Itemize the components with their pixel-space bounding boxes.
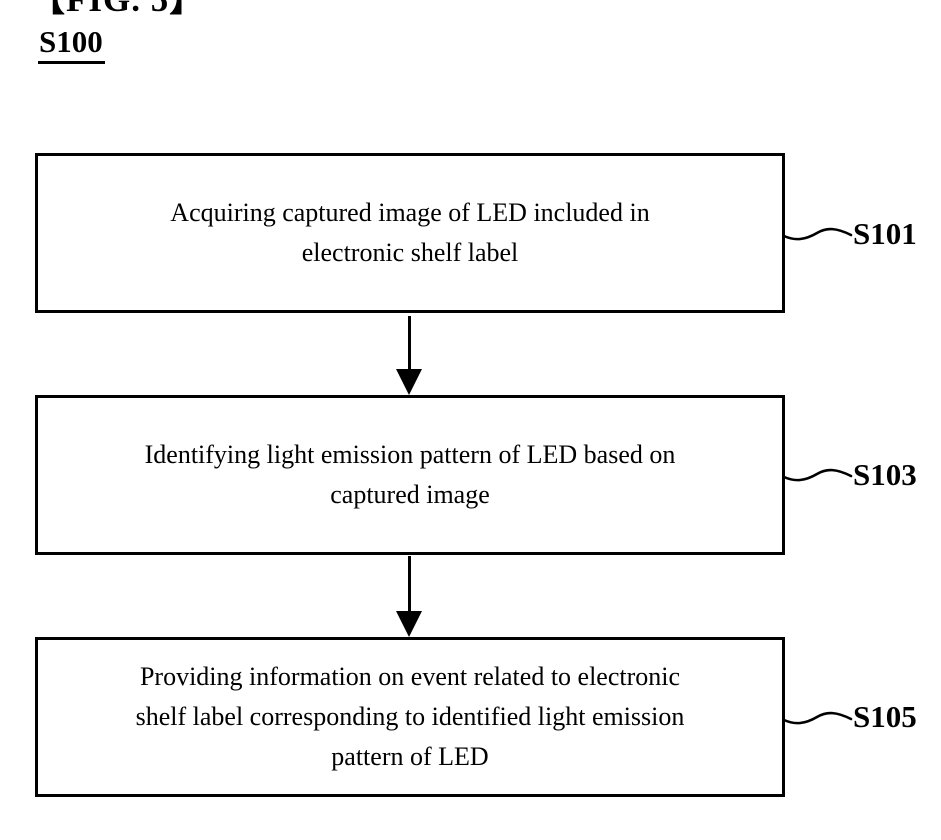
step-3-text-line: shelf label corresponding to identified … <box>135 702 685 731</box>
step-3-text-line: Providing information on event related t… <box>139 662 681 691</box>
arrow-line <box>407 316 411 369</box>
flow-arrow-1 <box>395 316 423 395</box>
step-2-text-line: Identifying light emission pattern of LE… <box>144 440 676 469</box>
step-ref-s103: S103 <box>853 457 917 492</box>
figure-caption: 【FIG. 5】 <box>30 0 205 22</box>
connector-squiggle-2 <box>783 468 853 482</box>
arrow-head-icon <box>396 369 422 395</box>
connector-squiggle-3 <box>783 711 853 725</box>
step-ref-s105: S105 <box>853 699 917 734</box>
arrow-head-icon <box>396 611 422 637</box>
figure-number-s100: S100 <box>38 24 105 64</box>
step-1-text-line: electronic shelf label <box>301 238 519 267</box>
step-ref-s101: S101 <box>853 216 917 251</box>
flow-arrow-2 <box>395 556 423 637</box>
step-1-text-line: Acquiring captured image of LED included… <box>170 198 650 227</box>
connector-squiggle-1 <box>783 227 853 241</box>
flow-step-1-box: Acquiring captured image of LED included… <box>35 153 785 313</box>
step-2-text-line: captured image <box>330 480 490 509</box>
step-3-text-line: pattern of LED <box>331 742 489 771</box>
flow-step-2-box: Identifying light emission pattern of LE… <box>35 395 785 555</box>
arrow-line <box>407 556 411 611</box>
flow-step-3-box: Providing information on event related t… <box>35 637 785 797</box>
